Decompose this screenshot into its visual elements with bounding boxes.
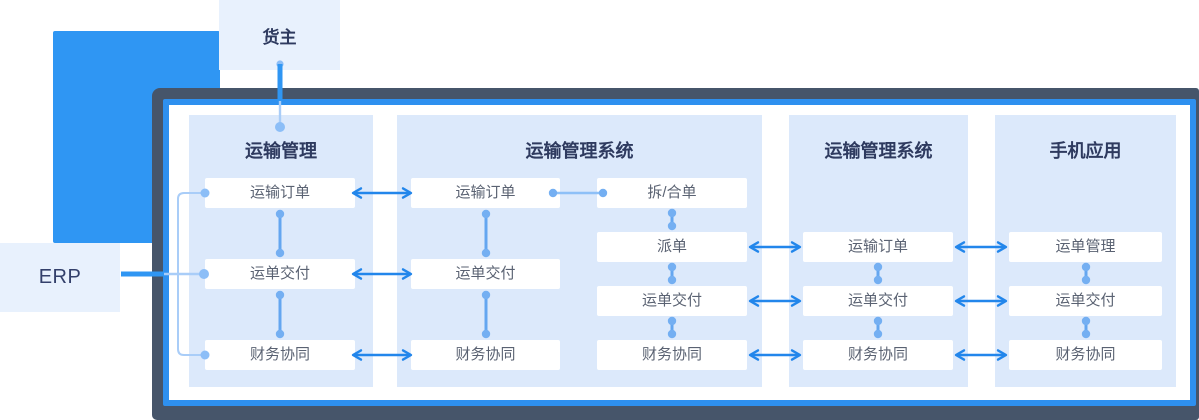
node-waybill-delivery: 运单交付 [411, 259, 560, 289]
node-dispatch: 派单 [597, 232, 747, 262]
node-finance-collab: 财务协同 [411, 340, 560, 370]
node-transport-order: 运输订单 [205, 178, 355, 208]
panel-title: 运输管理 [245, 141, 317, 161]
node-finance-collab: 财务协同 [1009, 340, 1162, 370]
shipper-label: 货主 [262, 27, 297, 47]
node-transport-order: 运输订单 [803, 232, 953, 262]
panel-transport-management: 运输管理 运输订单 运单交付 财务协同 [189, 115, 373, 387]
panel-title: 运输管理系统 [824, 141, 933, 161]
node-waybill-delivery: 运单交付 [803, 286, 953, 316]
erp-label: ERP [38, 266, 82, 288]
panel-tms-carrier: 运输管理系统 运输订单 运单交付 财务协同 [789, 115, 968, 387]
node-finance-collab: 财务协同 [803, 340, 953, 370]
shipper-node: 货主 [219, 0, 340, 70]
panel-title: 运输管理系统 [525, 141, 634, 161]
node-waybill-delivery: 运单交付 [205, 259, 355, 289]
erp-node: ERP [0, 243, 120, 312]
node-finance-collab: 财务协同 [205, 340, 355, 370]
node-waybill-management: 运单管理 [1009, 232, 1162, 262]
node-transport-order: 运输订单 [411, 178, 560, 208]
panel-mobile-app: 手机应用 运单管理 运单交付 财务协同 [995, 115, 1176, 387]
node-split-merge-order: 拆/合单 [597, 178, 747, 208]
node-finance-collab: 财务协同 [597, 340, 747, 370]
panel-title: 手机应用 [1049, 141, 1122, 161]
node-waybill-delivery: 运单交付 [597, 286, 747, 316]
node-waybill-delivery: 运单交付 [1009, 286, 1162, 316]
panel-tms-main: 运输管理系统 运输订单 运单交付 财务协同 拆/合单 派单 运单交付 财务协同 [397, 115, 762, 387]
